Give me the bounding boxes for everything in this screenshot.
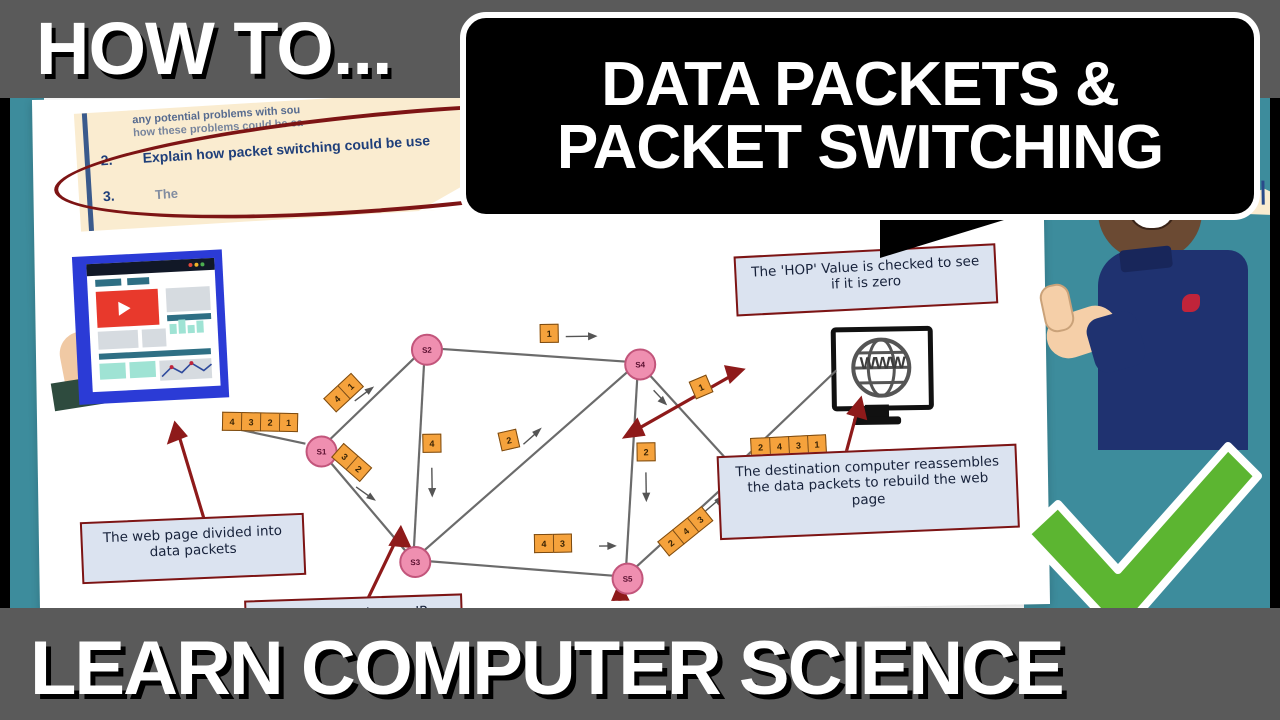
title-line-1: DATA PACKETS & bbox=[601, 49, 1120, 119]
avatar-shirt-logo bbox=[1182, 294, 1200, 312]
how-to-label: HOW TO... bbox=[36, 7, 393, 90]
packet-label-s4-s5: 2 bbox=[636, 442, 656, 462]
node-label: S5 bbox=[622, 574, 633, 584]
packet: 1 bbox=[278, 412, 299, 433]
node-label: S2 bbox=[421, 345, 432, 355]
channel-label: LEARN COMPUTER SCIENCE bbox=[30, 626, 1065, 711]
packet: 2 bbox=[259, 412, 280, 432]
browser-screen bbox=[86, 257, 221, 393]
callout-destination-reassembles: The destination computer reassembles the… bbox=[716, 443, 1020, 541]
packet-stack-source: 4 3 2 1 bbox=[221, 411, 299, 433]
packet: 3 bbox=[552, 533, 573, 553]
node-label: S4 bbox=[635, 359, 646, 370]
thumbs-up-icon bbox=[1037, 281, 1077, 335]
bottom-banner: LEARN COMPUTER SCIENCE bbox=[0, 608, 1280, 720]
slide-paper: any potential problems with sou how thes… bbox=[31, 98, 1270, 608]
node-label: S1 bbox=[316, 446, 327, 457]
packet: 4 bbox=[533, 533, 554, 554]
title-line-2: PACKET SWITCHING bbox=[556, 113, 1164, 182]
line-chart-icon bbox=[161, 361, 213, 378]
packet: 4 bbox=[221, 411, 242, 432]
browser-illustration bbox=[71, 249, 230, 405]
destination-monitor: WWW bbox=[830, 325, 934, 412]
packet-label-s3-s5: 4 3 bbox=[533, 533, 573, 554]
node-label: S3 bbox=[410, 557, 421, 567]
packet-label-s2-s4: 1 bbox=[539, 323, 559, 344]
globe-icon bbox=[851, 337, 912, 398]
packet: 3 bbox=[240, 412, 261, 432]
title-bubble: DATA PACKETS & PACKET SWITCHING bbox=[460, 12, 1260, 220]
packet: 4 bbox=[422, 433, 442, 453]
green-check-icon bbox=[1024, 442, 1262, 608]
callout-web-page-divided: The web page divided into data packets bbox=[79, 512, 307, 585]
packet: 1 bbox=[539, 323, 559, 344]
packet: 2 bbox=[636, 442, 656, 462]
packet-label-s2-s3: 4 bbox=[422, 433, 442, 453]
